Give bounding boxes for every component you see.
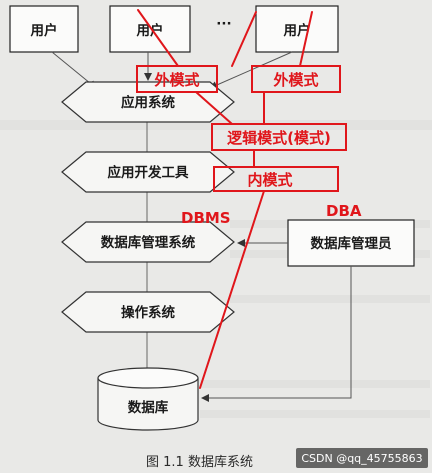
app-dev-tools-label: 应用开发工具 xyxy=(108,164,189,181)
csdn-watermark: CSDN @qq_45755863 xyxy=(296,448,428,468)
os-label: 操作系统 xyxy=(121,304,175,321)
dbms-layer: 数据库管理系统 xyxy=(61,221,235,263)
user-box-3-label: 用户 xyxy=(284,22,311,39)
user-box-3: 用户 xyxy=(255,5,339,53)
user-ellipsis: ··· xyxy=(216,16,231,32)
internal-schema-text: 内模式 xyxy=(247,171,292,189)
user-box-2: 用户 xyxy=(109,5,191,53)
watermark-text: CSDN @qq_45755863 xyxy=(301,452,422,465)
dba-box: 数据库管理员 xyxy=(287,219,415,267)
red-annotation-lines xyxy=(137,9,313,389)
dba-box-label: 数据库管理员 xyxy=(311,235,392,252)
database-cylinder: 数据库 xyxy=(97,367,199,431)
app-system-label: 应用系统 xyxy=(121,94,175,111)
internal-schema-annotation: 内模式 xyxy=(213,166,339,192)
user-box-1: 用户 xyxy=(9,5,79,53)
external-schema-annotation-2: 外模式 xyxy=(251,65,341,93)
database-label: 数据库 xyxy=(128,399,169,416)
dba-red-label: DBA xyxy=(326,202,362,220)
dbms-label: 数据库管理系统 xyxy=(101,234,196,251)
os-layer: 操作系统 xyxy=(61,291,235,333)
dbms-red-label: DBMS xyxy=(181,209,231,227)
figure-caption: 图 1.1 数据库系统 xyxy=(146,454,253,470)
logical-schema-text: 逻辑模式(模式) xyxy=(227,129,331,147)
external-schema-2-text: 外模式 xyxy=(272,71,318,89)
user-box-1-label: 用户 xyxy=(31,22,58,39)
app-dev-tools-layer: 应用开发工具 xyxy=(61,151,235,193)
user-box-2-label: 用户 xyxy=(137,22,164,39)
logical-schema-annotation: 逻辑模式(模式) xyxy=(211,123,347,151)
external-schema-1-text: 外模式 xyxy=(153,71,199,89)
